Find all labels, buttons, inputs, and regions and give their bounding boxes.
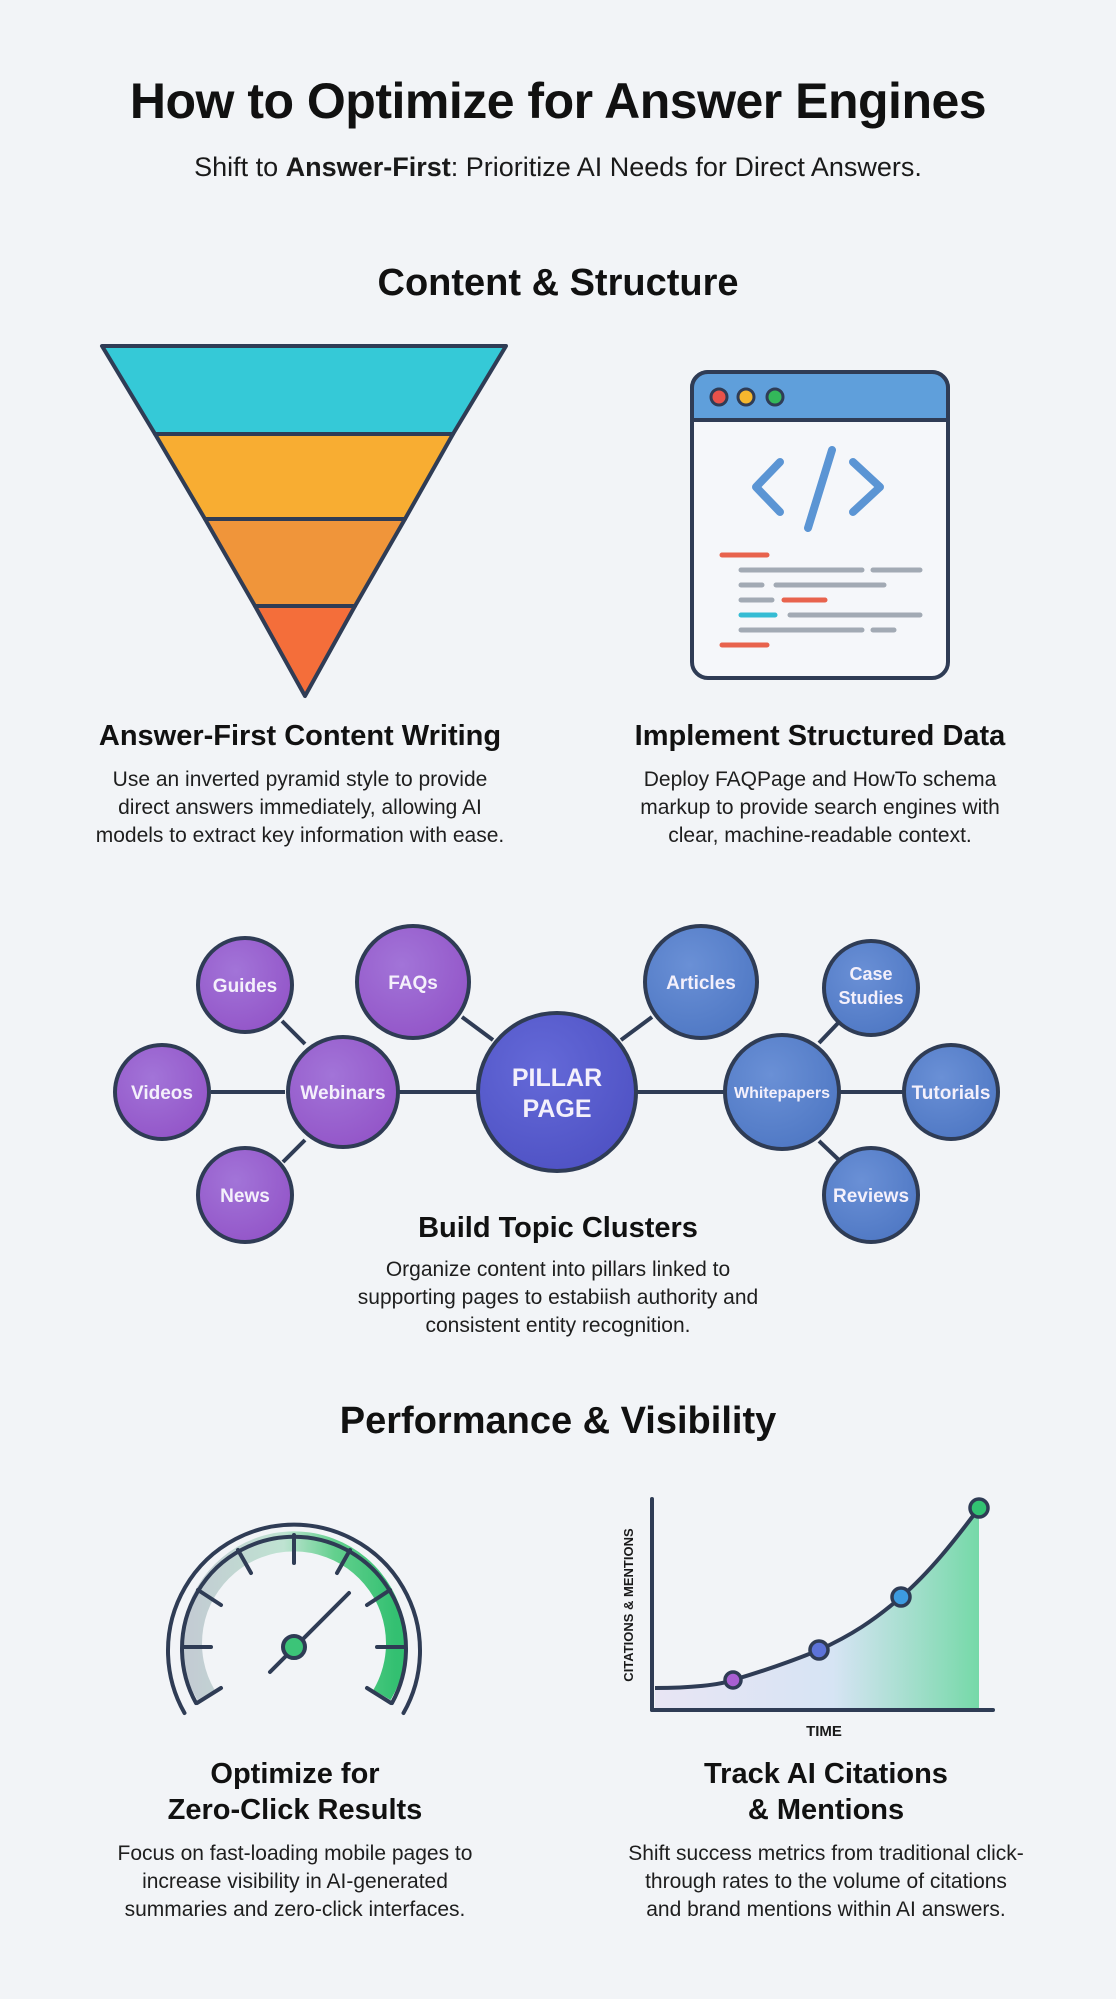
svg-text:Webinars: Webinars [300,1083,385,1104]
section-title-performance-visibility: Performance & Visibility [339,1400,777,1442]
svg-text:PILLAR: PILLAR [512,1064,602,1092]
svg-text:PAGE: PAGE [523,1095,592,1123]
svg-text:Studies: Studies [838,988,903,1008]
node-reviews [822,1146,920,1244]
svg-text:Whitepapers: Whitepapers [734,1085,830,1102]
node-tutorials [902,1043,1000,1141]
chart-x-axis-label: TIME [806,1723,842,1740]
card-track-citations: Track AI Citations & Mentions Shift succ… [566,1756,1086,1924]
card-title: Build Topic Clusters [418,1212,698,1244]
card-description: Use an inverted pyramid style to provide… [95,768,505,847]
card-description: Deploy FAQPage and HowTo schema markup t… [640,768,1000,847]
card-title: Implement Structured Data [634,720,1006,752]
page-title: How to Optimize for Answer Engines [129,73,987,129]
node-articles [643,924,759,1040]
card-zero-click: Optimize for Zero-Click Results Focus on… [40,1756,550,1924]
node-faqs [355,924,471,1040]
svg-text:Guides: Guides [213,976,277,997]
card-structured-data: Implement Structured Data Deploy FAQPage… [560,718,1080,850]
chart-y-axis-label: CITATIONS & MENTIONS [621,1528,636,1682]
inverted-pyramid-icon [100,344,508,698]
card-answer-first: Answer-First Content Writing Use an inve… [40,718,560,850]
node-whitepapers [723,1033,841,1151]
svg-text:News: News [220,1186,270,1207]
card-title: Answer-First Content Writing [98,720,502,752]
svg-text:Reviews: Reviews [833,1186,909,1207]
svg-text:Tutorials: Tutorials [912,1083,991,1104]
node-case-studies [822,939,920,1037]
svg-text:Videos: Videos [131,1083,193,1104]
card-description: Shift success metrics from traditional c… [628,1842,1024,1921]
svg-text:FAQs: FAQs [388,973,438,994]
node-videos [113,1043,211,1141]
card-title: Track AI Citations & Mentions [704,1758,948,1826]
node-news [196,1146,294,1244]
card-title: Optimize for Zero-Click Results [167,1758,423,1826]
node-webinars [286,1035,400,1149]
page-subtitle: Shift to Answer-First: Prioritize AI Nee… [194,152,922,182]
svg-text:Case: Case [849,964,892,984]
card-description: Focus on fast-loading mobile pages to in… [117,1842,473,1921]
node-pillar-page [476,1011,638,1173]
section-title-content-structure: Content & Structure [377,262,739,304]
card-topic-clusters: Build Topic Clusters Organize content in… [258,1210,858,1340]
svg-text:Articles: Articles [666,973,736,994]
card-description: Organize content into pillars linked to … [357,1258,759,1337]
code-window-icon [690,370,950,680]
node-guides [196,936,294,1034]
